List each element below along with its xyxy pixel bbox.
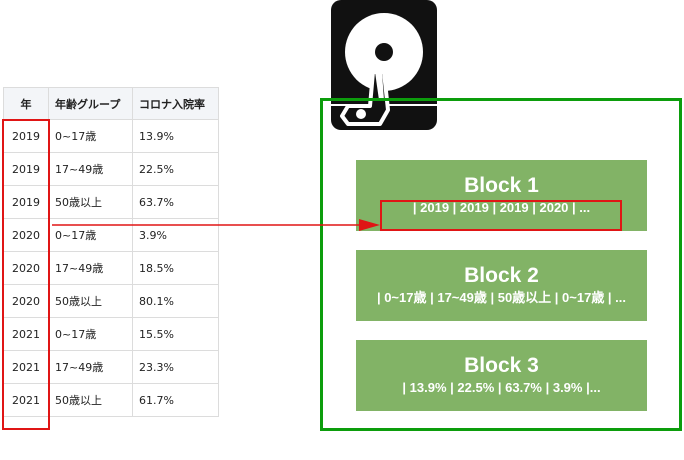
- cell-year: 2020: [3, 218, 49, 252]
- table-row: 2021 50歳以上 61.7%: [3, 383, 219, 417]
- block-3: Block 3 | 13.9% | 22.5% | 63.7% | 3.9% |…: [356, 340, 647, 411]
- cell-year: 2020: [3, 284, 49, 318]
- block-values: | 0~17歳 | 17~49歳 | 50歳以上 | 0~17歳 | ...: [376, 290, 627, 305]
- block-values-highlight: [380, 200, 622, 231]
- block-values: | 2019 | 2019 | 2019 | 2020 | ...: [412, 200, 591, 215]
- cell-rate: 80.1%: [132, 284, 219, 318]
- table-row: 2020 17~49歳 18.5%: [3, 251, 219, 285]
- storage-container: [320, 98, 682, 431]
- cell-year: 2021: [3, 383, 49, 417]
- cell-rate: 61.7%: [132, 383, 219, 417]
- cell-rate: 3.9%: [132, 218, 219, 252]
- block-title: Block 2: [464, 264, 539, 287]
- block-title: Block 1: [464, 174, 539, 197]
- table-row: 2021 17~49歳 23.3%: [3, 350, 219, 384]
- cell-rate: 15.5%: [132, 317, 219, 351]
- cell-rate: 18.5%: [132, 251, 219, 285]
- hard-disk-icon: [331, 0, 437, 130]
- block-values: | 13.9% | 22.5% | 63.7% | 3.9% |...: [402, 380, 601, 395]
- cell-year: 2019: [3, 185, 49, 219]
- block-title: Block 3: [464, 354, 539, 377]
- table-row: 2020 0~17歳 3.9%: [3, 218, 219, 252]
- table-row: 2019 0~17歳 13.9%: [3, 119, 219, 153]
- header-hospitalization-rate: コロナ入院率: [132, 87, 219, 120]
- table-header-row: 年 年齢グループ コロナ入院率: [3, 87, 219, 120]
- cell-year: 2019: [3, 152, 49, 186]
- cell-rate: 22.5%: [132, 152, 219, 186]
- year-column-highlight: [2, 119, 50, 430]
- header-year: 年: [3, 87, 49, 120]
- cell-age-group: 50歳以上: [48, 383, 133, 417]
- cell-rate: 13.9%: [132, 119, 219, 153]
- data-table: 年 年齢グループ コロナ入院率 2019 0~17歳 13.9% 2019 17…: [3, 87, 219, 417]
- block-2: Block 2 | 0~17歳 | 17~49歳 | 50歳以上 | 0~17歳…: [356, 250, 647, 321]
- block-1: Block 1 | 2019 | 2019 | 2019 | 2020 | ..…: [356, 160, 647, 231]
